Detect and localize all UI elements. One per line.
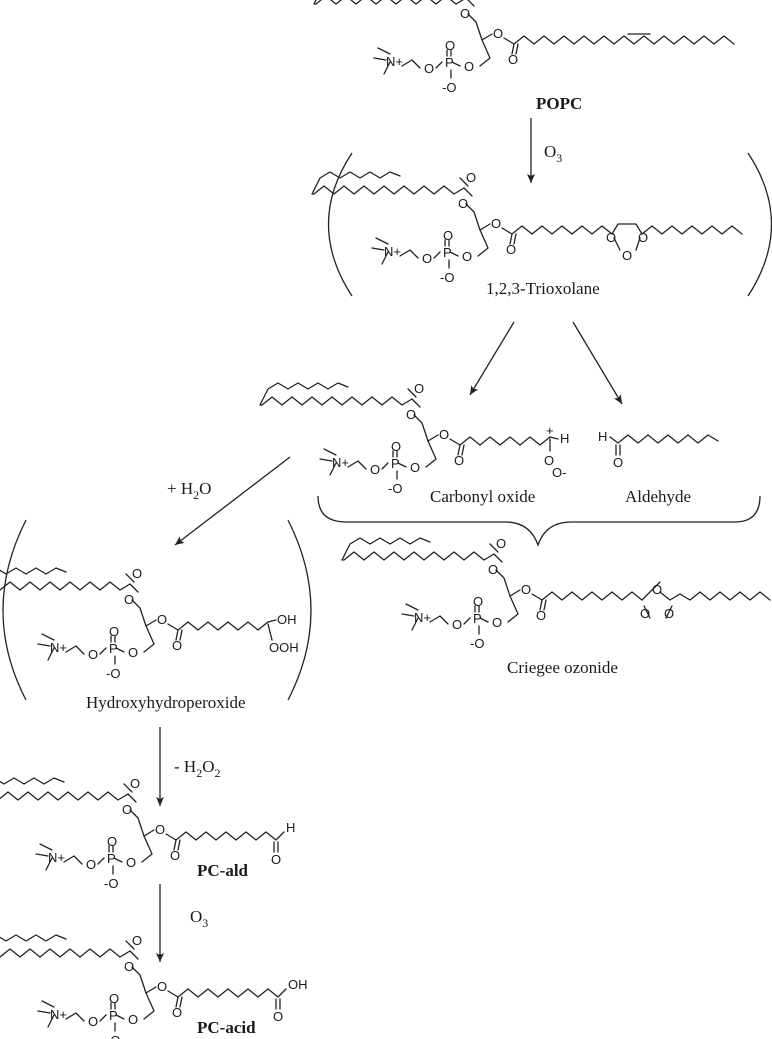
atom-h: H — [560, 431, 569, 446]
popc-structure: O — [313, 0, 735, 96]
carbonyl-oxide-label: Carbonyl oxide — [430, 487, 535, 506]
reaction-arrow — [174, 456, 291, 546]
atom-o: O — [536, 608, 546, 623]
atom-o: O — [273, 1009, 283, 1024]
atom-o: O — [606, 230, 616, 245]
popc-label: POPC — [536, 94, 582, 113]
trioxolane-structure: O O O O — [311, 169, 743, 286]
atom-o: O — [652, 582, 662, 597]
atom-o: O — [544, 453, 554, 468]
pc-ald-structure: O O H — [0, 775, 295, 892]
pc-acid-structure: O O OH — [0, 932, 308, 1039]
atom-o: O — [640, 606, 650, 621]
atom-h: H — [598, 429, 607, 444]
atom-ooh: OOH — [269, 640, 299, 655]
combine-brace — [317, 495, 761, 547]
trioxolane-label: 1,2,3-Trioxolane — [486, 279, 600, 298]
left-bracket — [2, 519, 27, 701]
reagent-h2o2: - H2O2 — [174, 757, 220, 780]
atom-o: O — [638, 230, 648, 245]
atom-o: O — [622, 248, 632, 263]
reaction-arrow — [469, 321, 515, 396]
reagent-water: + H2O — [167, 479, 211, 502]
atom-h: H — [286, 820, 295, 835]
criegee-ozonide-structure: O O O O — [341, 535, 771, 652]
atom-o: O — [508, 52, 518, 67]
atom-o: O — [454, 453, 464, 468]
pc-acid-label: PC-acid — [197, 1018, 256, 1037]
atom-o: O — [172, 1005, 182, 1020]
left-bracket — [327, 152, 353, 297]
aldehyde-structure: H O — [598, 429, 719, 470]
right-bracket — [747, 152, 772, 297]
atom-o: O — [172, 638, 182, 653]
right-bracket — [287, 519, 312, 701]
atom-o-minus: O- — [552, 465, 566, 480]
reagent-ozone: O3 — [544, 142, 562, 165]
atom-oh: OH — [288, 977, 308, 992]
atom-oh: OH — [277, 612, 297, 627]
carbonyl-oxide-structure: O + H O O- — [259, 380, 569, 497]
pc-ald-label: PC-ald — [197, 861, 249, 880]
atom-o: O — [664, 606, 674, 621]
reagent-ozone: O3 — [190, 907, 208, 930]
atom-o: O — [170, 848, 180, 863]
atom-o: O — [506, 242, 516, 257]
atom-plus: + — [546, 423, 554, 438]
hydroxyhydroperoxide-structure: O OH OOH — [0, 565, 299, 682]
hydroxyhydroperoxide-label: Hydroxyhydroperoxide — [86, 693, 246, 712]
criegee-ozonide-label: Criegee ozonide — [507, 658, 618, 677]
reaction-arrow — [572, 321, 623, 405]
atom-o: O — [271, 852, 281, 867]
aldehyde-label: Aldehyde — [625, 487, 691, 506]
atom-o: O — [613, 455, 623, 470]
